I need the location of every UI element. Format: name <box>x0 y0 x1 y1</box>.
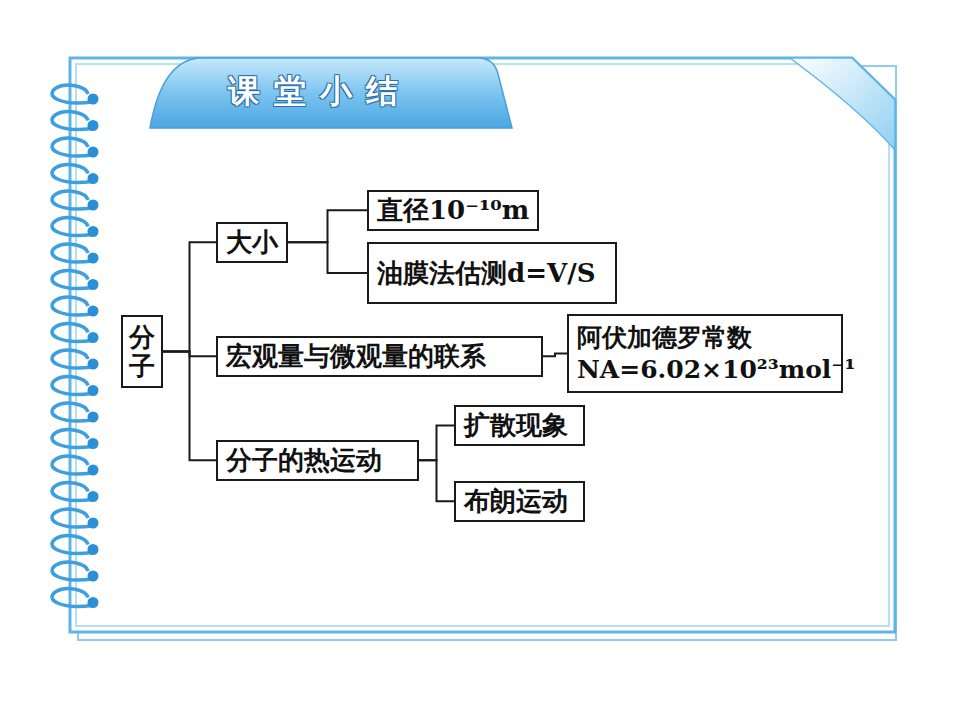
ring-hole <box>88 465 99 476</box>
ring-hole <box>88 332 99 343</box>
spiral-ring <box>52 138 92 156</box>
spiral-ring <box>52 271 92 289</box>
ring-hole <box>88 253 99 264</box>
box-text: 油膜法估测d=V/S <box>377 257 595 290</box>
tree-connector <box>419 460 454 501</box>
spiral-rings <box>52 85 98 608</box>
ring-hole <box>88 200 99 211</box>
tree-connector <box>163 352 216 461</box>
ring-hole <box>88 94 99 105</box>
spiral-ring <box>52 483 92 501</box>
spiral-ring <box>52 562 92 580</box>
box-text: 宏观量与微观量的联系 <box>226 340 486 373</box>
spiral-ring <box>52 509 92 527</box>
box-text: 扩散现象 <box>464 409 568 442</box>
spiral-ring <box>52 536 92 554</box>
box-text: 阿伏加德罗常数 NA=6.02×10²³mol⁻¹ <box>577 322 855 385</box>
spiral-ring <box>52 218 92 236</box>
ring-hole <box>88 544 99 555</box>
ring-hole <box>88 518 99 529</box>
spiral-ring <box>52 165 92 183</box>
page <box>70 58 895 632</box>
tree-connector <box>288 242 367 273</box>
ring-hole <box>88 120 99 131</box>
box-text: 分子 <box>129 323 155 380</box>
ring-hole <box>88 412 99 423</box>
spiral-ring <box>52 191 92 209</box>
detail-box: 阿伏加德罗常数 NA=6.02×10²³mol⁻¹ <box>567 314 843 393</box>
tree-connector <box>163 242 216 351</box>
detail-box: 布朗运动 <box>454 481 585 522</box>
title-tab <box>150 58 512 128</box>
spiral-ring <box>52 350 92 368</box>
ring-hole <box>88 385 99 396</box>
slide-title: 课堂小结 <box>170 66 470 118</box>
spiral-ring <box>52 85 92 103</box>
topic-box: 分子的热运动 <box>216 440 419 481</box>
ring-hole <box>88 173 99 184</box>
ring-hole <box>88 226 99 237</box>
ring-hole <box>88 306 99 317</box>
spiral-ring <box>52 377 92 395</box>
ring-hole <box>88 597 99 608</box>
tree-connector <box>419 426 454 461</box>
ring-hole <box>88 571 99 582</box>
page-curl <box>790 58 895 150</box>
detail-box: 油膜法估测d=V/S <box>367 242 617 304</box>
spiral-ring <box>52 297 92 315</box>
tree-connector <box>543 354 567 357</box>
ring-hole <box>88 147 99 158</box>
spiral-ring <box>52 456 92 474</box>
box-text: 布朗运动 <box>464 485 568 518</box>
spiral-ring <box>52 112 92 130</box>
ring-hole <box>88 491 99 502</box>
box-text: 直径10⁻¹⁰m <box>377 194 529 227</box>
topic-box: 大小 <box>216 222 288 263</box>
tree-connector <box>288 210 367 242</box>
page-inner-line <box>76 64 889 626</box>
ring-hole <box>88 279 99 290</box>
topic-box: 宏观量与微观量的联系 <box>216 336 543 377</box>
spiral-ring <box>52 244 92 262</box>
detail-box: 扩散现象 <box>454 405 585 446</box>
spiral-ring <box>52 430 92 448</box>
spiral-ring <box>52 403 92 421</box>
root-box: 分子 <box>121 315 163 388</box>
ring-hole <box>88 438 99 449</box>
spiral-ring <box>52 589 92 607</box>
ring-hole <box>88 359 99 370</box>
detail-box: 直径10⁻¹⁰m <box>367 190 539 231</box>
spiral-ring <box>52 324 92 342</box>
box-text: 大小 <box>226 226 278 259</box>
box-text: 分子的热运动 <box>226 444 382 477</box>
